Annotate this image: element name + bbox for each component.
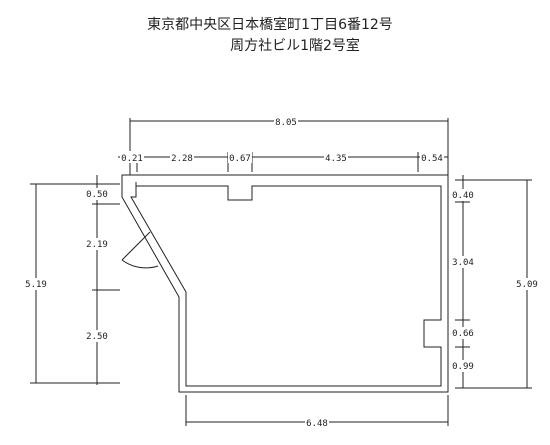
- dim-top-seg-1: 0.21: [121, 154, 143, 164]
- dim-top-seg-3: 0.67: [229, 154, 251, 164]
- address-line-2: 周方社ビル1階2号室: [230, 38, 360, 54]
- dim-right-4: 0.99: [452, 362, 474, 372]
- dim-left-3: 2.50: [86, 332, 108, 342]
- dim-top-segments-line: [118, 152, 448, 172]
- dim-right-1: 0.40: [452, 191, 474, 201]
- dim-left-1: 0.50: [86, 190, 108, 200]
- dim-left-total: 5.19: [25, 280, 47, 290]
- dim-top-seg-2: 2.28: [171, 154, 193, 164]
- door: [121, 231, 159, 269]
- dim-bottom-total: 6.48: [306, 419, 328, 429]
- dim-top-total: 8.05: [275, 118, 297, 128]
- dim-right-2: 3.04: [452, 258, 474, 268]
- dim-right-line: [455, 175, 532, 389]
- inner-wall: [130, 182, 442, 387]
- outer-wall: [121, 174, 449, 393]
- dim-left-2: 2.19: [86, 240, 108, 250]
- dim-top-seg-4: 4.35: [325, 154, 347, 164]
- address-line-1: 東京都中央区日本橋室町1丁目6番12号: [147, 17, 393, 33]
- dim-top-seg-5: 0.54: [421, 154, 443, 164]
- dim-right-total: 5.09: [516, 280, 538, 290]
- dim-right-3: 0.66: [452, 329, 474, 339]
